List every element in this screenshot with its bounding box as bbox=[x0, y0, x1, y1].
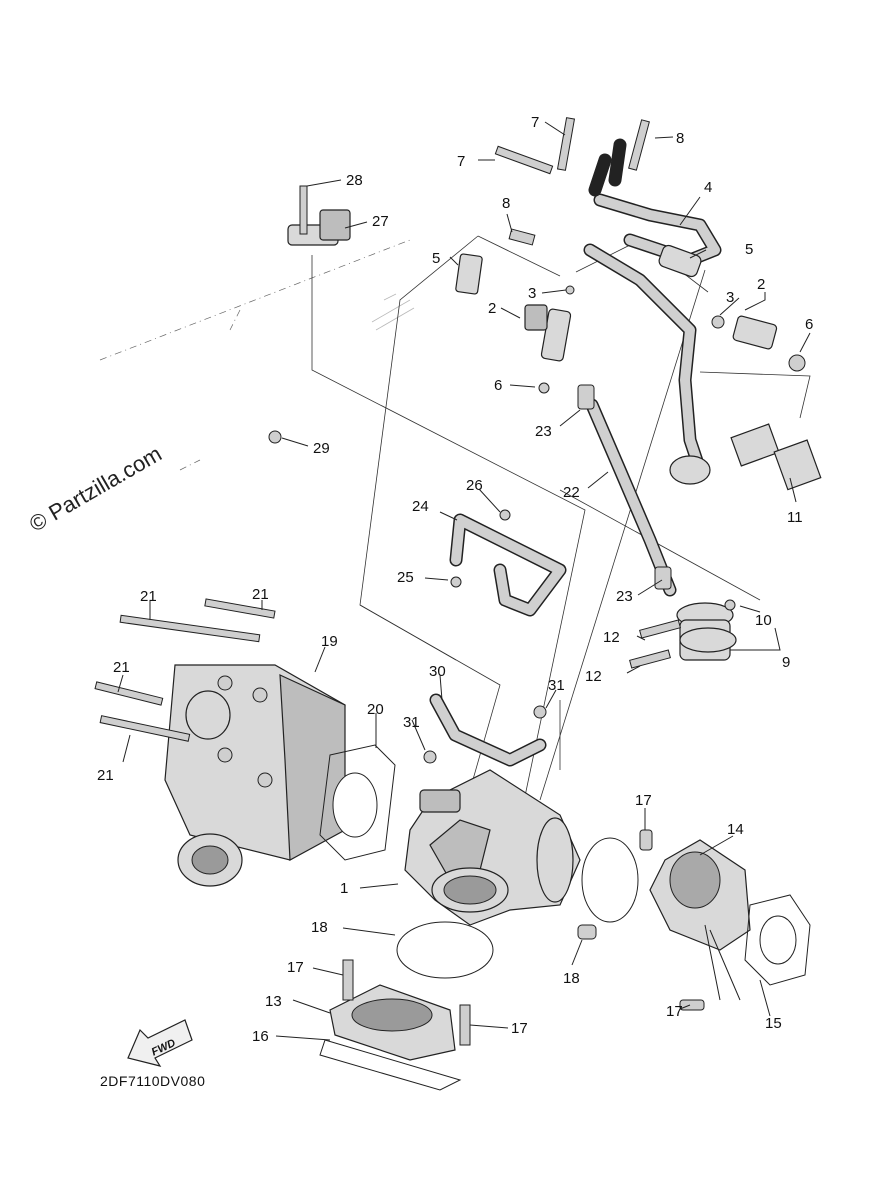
injector bbox=[524, 304, 778, 362]
leader-lines bbox=[117, 121, 811, 1041]
fwd-arrow-icon: FWD bbox=[127, 1019, 193, 1067]
hose-30 bbox=[429, 693, 547, 767]
gasket-15 bbox=[744, 894, 811, 986]
diagram-code: 2DF7110DV080 bbox=[100, 1073, 206, 1089]
callout-3: 3 bbox=[528, 285, 536, 302]
callout-17: 17 bbox=[635, 792, 652, 809]
callout-30: 30 bbox=[429, 663, 446, 680]
cylinder-head bbox=[164, 664, 346, 887]
callout-8: 8 bbox=[502, 195, 510, 212]
callout-9: 9 bbox=[782, 654, 790, 671]
callout-17: 17 bbox=[287, 959, 304, 976]
callout-21: 21 bbox=[97, 767, 114, 784]
callout-5: 5 bbox=[432, 250, 440, 267]
callout-26: 26 bbox=[466, 477, 483, 494]
callout-23: 23 bbox=[616, 588, 633, 605]
callout-7: 7 bbox=[457, 153, 465, 170]
bracket-11 bbox=[730, 423, 822, 491]
callouts: 1 2 2 3 3 4 5 5 6 6 7 7 8 8 9 10 11 12 1… bbox=[97, 114, 813, 1045]
callout-18: 18 bbox=[563, 970, 580, 987]
intake-joint-14 bbox=[649, 839, 751, 951]
bolts bbox=[94, 117, 806, 1046]
callout-22: 22 bbox=[563, 484, 580, 501]
callout-11: 11 bbox=[787, 509, 803, 526]
ghost-marks bbox=[371, 293, 415, 331]
callout-2: 2 bbox=[488, 300, 496, 317]
callout-21: 21 bbox=[113, 659, 130, 676]
callout-6: 6 bbox=[805, 316, 813, 333]
callout-23: 23 bbox=[535, 423, 552, 440]
callout-7: 7 bbox=[531, 114, 539, 131]
callout-3: 3 bbox=[726, 289, 734, 306]
callout-17: 17 bbox=[666, 1003, 683, 1020]
callout-2: 2 bbox=[757, 276, 765, 293]
callout-20: 20 bbox=[367, 701, 384, 718]
callout-13: 13 bbox=[265, 993, 282, 1010]
callout-12: 12 bbox=[603, 629, 620, 646]
callout-8: 8 bbox=[676, 130, 684, 147]
callout-25: 25 bbox=[397, 569, 414, 586]
callout-14: 14 bbox=[727, 821, 744, 838]
callout-19: 19 bbox=[321, 633, 338, 650]
callout-24: 24 bbox=[412, 498, 429, 515]
hose-22 bbox=[585, 398, 677, 597]
callout-12: 12 bbox=[585, 668, 602, 685]
callout-5: 5 bbox=[745, 241, 753, 258]
hose-24 bbox=[449, 513, 567, 617]
joint-13 bbox=[319, 984, 462, 1091]
joint-9 bbox=[676, 602, 737, 661]
gasket bbox=[319, 744, 396, 861]
clamp-18 bbox=[396, 837, 639, 979]
callout-4: 4 bbox=[704, 179, 712, 196]
callout-6: 6 bbox=[494, 377, 502, 394]
callout-21: 21 bbox=[140, 588, 157, 605]
callout-10: 10 bbox=[755, 612, 772, 629]
callout-17: 17 bbox=[511, 1020, 528, 1037]
callout-31: 31 bbox=[403, 714, 420, 731]
sensor-27 bbox=[287, 209, 351, 246]
callout-21: 21 bbox=[252, 586, 269, 603]
callout-15: 15 bbox=[765, 1015, 782, 1032]
callout-29: 29 bbox=[313, 440, 330, 457]
callout-31: 31 bbox=[548, 677, 565, 694]
throttle-body bbox=[404, 769, 581, 926]
callout-27: 27 bbox=[372, 213, 389, 230]
callout-1: 1 bbox=[340, 880, 348, 897]
callout-18: 18 bbox=[311, 919, 328, 936]
hose-5 bbox=[455, 244, 702, 295]
center-lines bbox=[99, 239, 411, 471]
callout-16: 16 bbox=[252, 1028, 269, 1045]
callout-28: 28 bbox=[346, 172, 363, 189]
